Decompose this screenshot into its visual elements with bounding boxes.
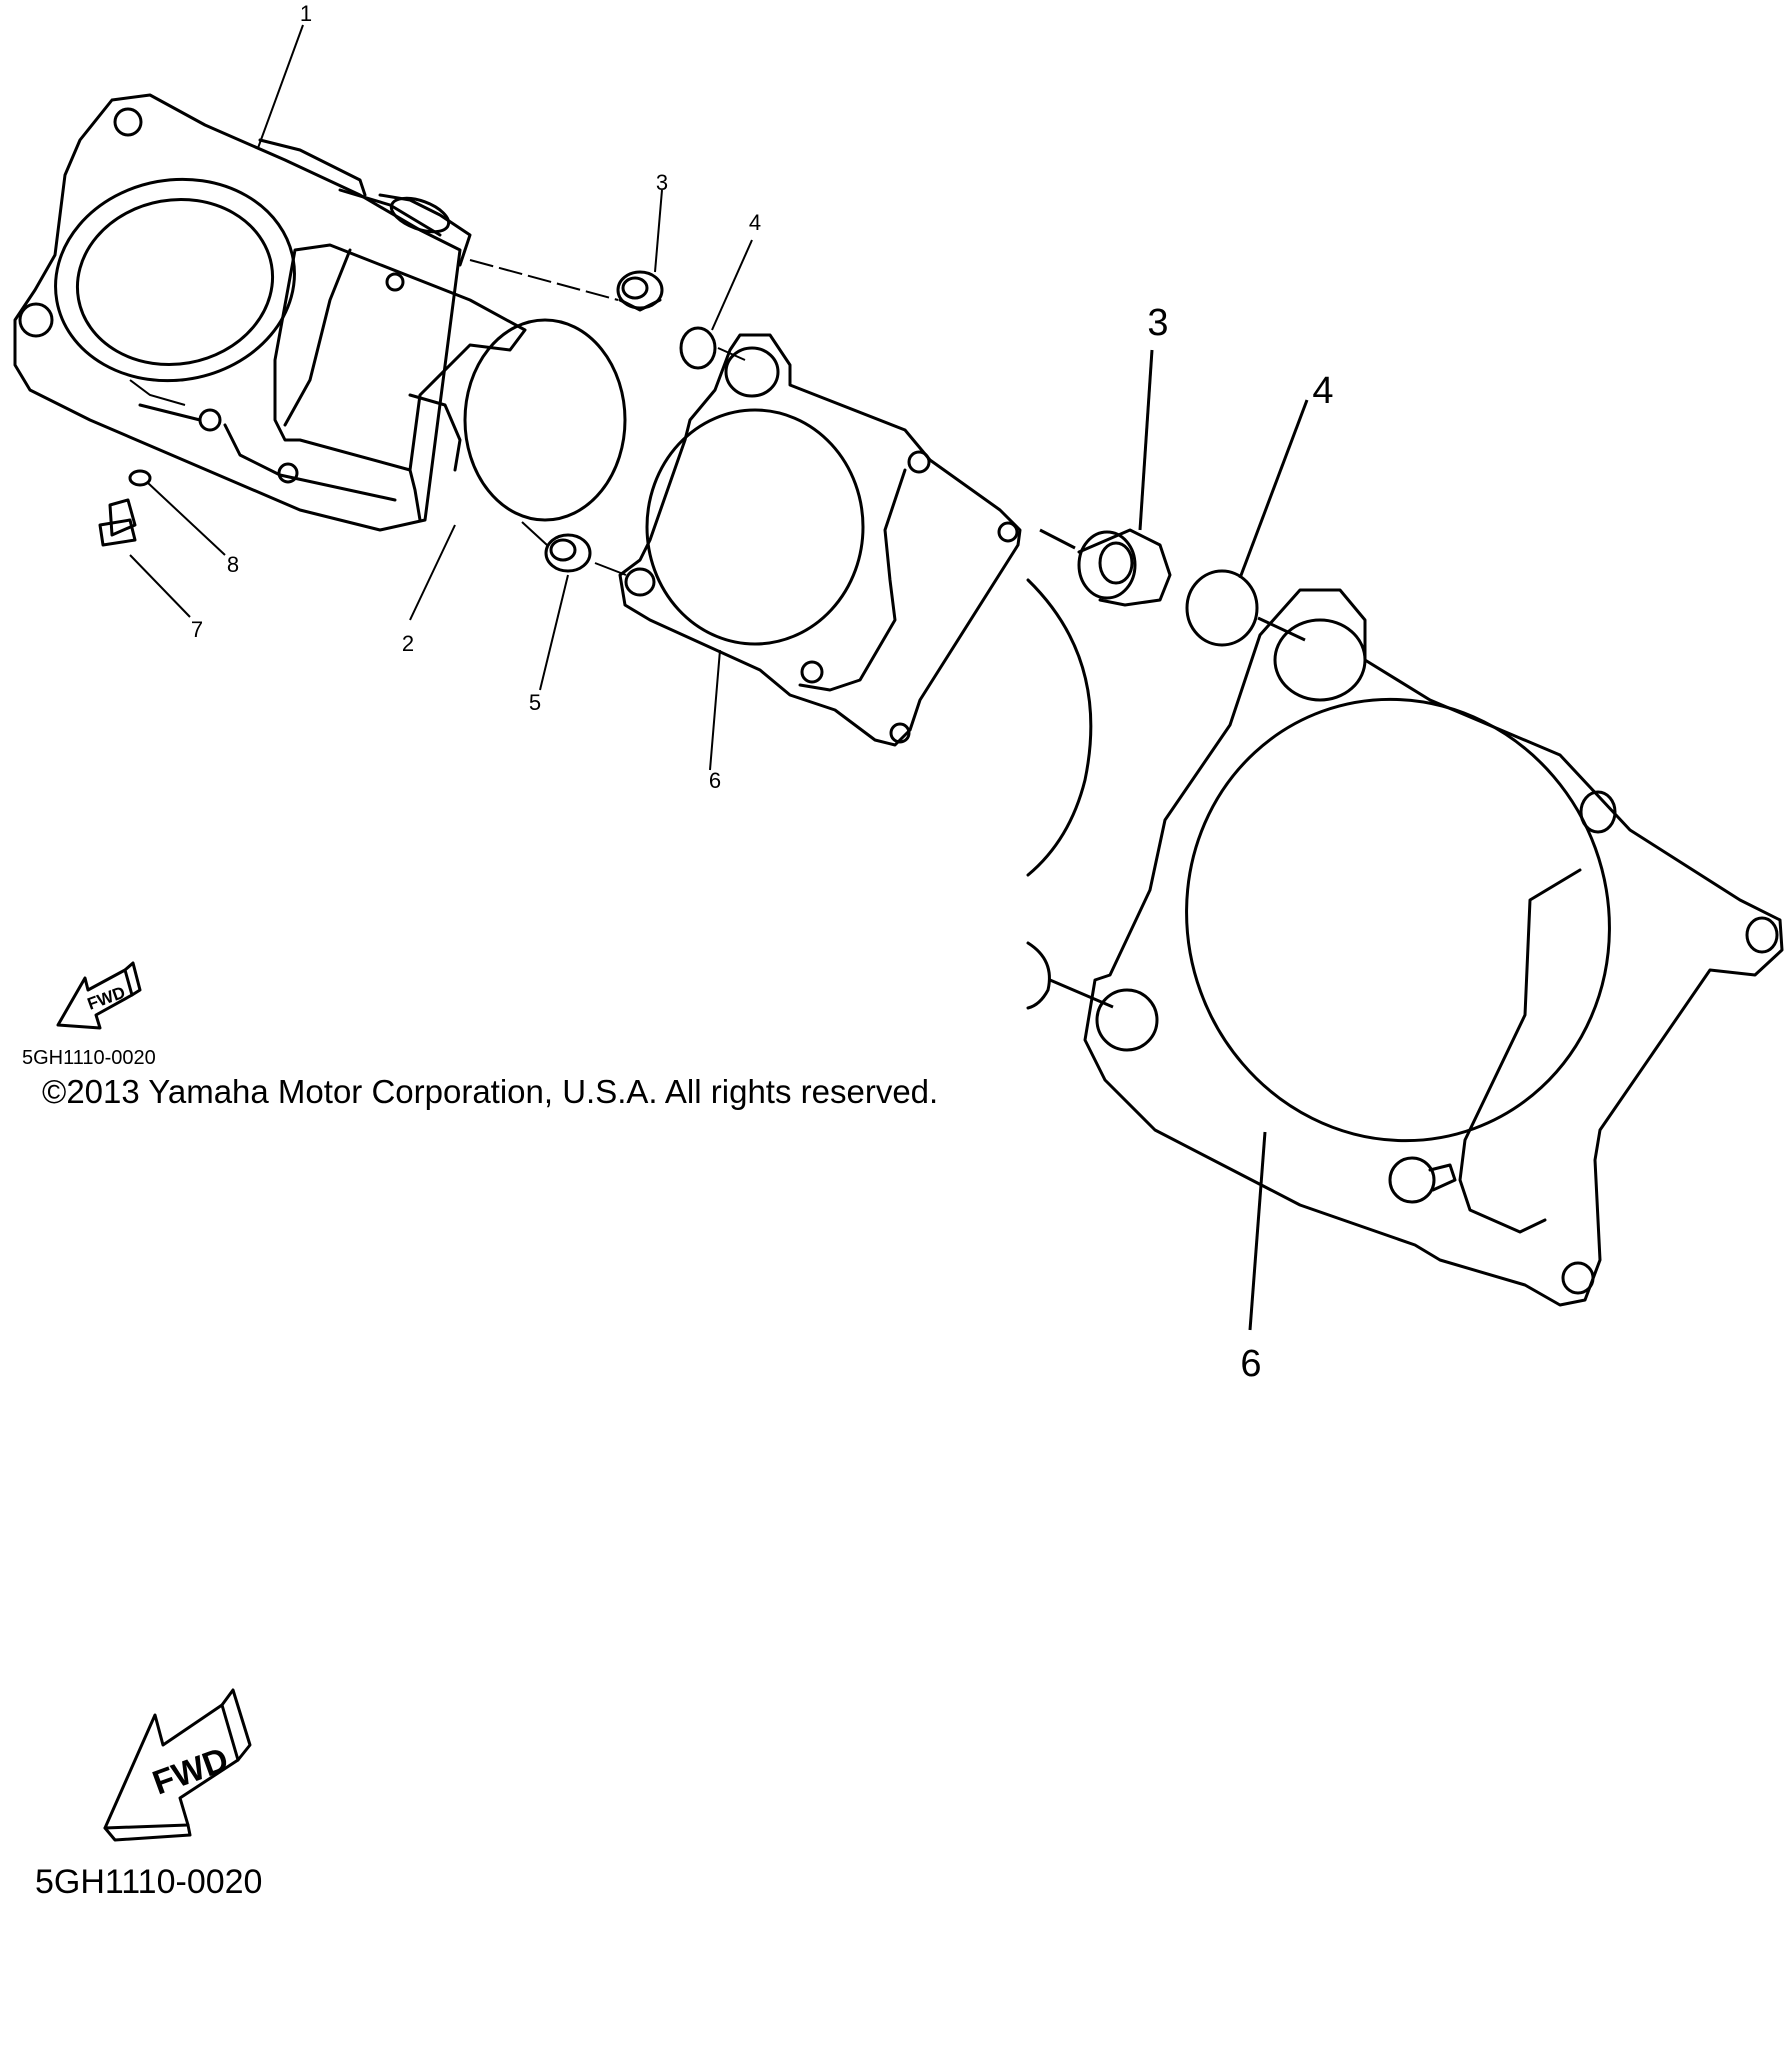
- gasket-6-large: [1083, 588, 1784, 1307]
- bolt-7-drawing: [98, 498, 137, 547]
- diagram-code-small: 5GH1110-0020: [22, 1047, 156, 1069]
- diagram-code-large: 5GH1110-0020: [35, 1863, 262, 1901]
- fwd-label-large: FWD: [148, 1740, 234, 1802]
- callout-4-large: 4: [1312, 370, 1333, 412]
- callout-4-small: 4: [749, 210, 761, 235]
- overview-diagram: 1 2 3 4 5 6 7 8 FWD 5GH1110-0020 ©2013 Y…: [13, 1, 1022, 1110]
- fwd-arrow-icon: FWD: [56, 961, 142, 1030]
- cylinder-block-drawing: [13, 93, 527, 532]
- callout-7: 7: [191, 617, 203, 642]
- washer-8-drawing: [128, 469, 152, 487]
- dowel-pin-5-small: [544, 533, 592, 573]
- callout-8: 8: [227, 552, 239, 577]
- sealing-ring-drawing: [463, 318, 627, 522]
- detail-diagram: 3 4 6: [1026, 302, 1784, 1385]
- gasket-6-small: [618, 333, 1022, 747]
- callout-3-large: 3: [1147, 302, 1168, 344]
- o-ring-4-small: [679, 326, 717, 370]
- o-ring-4-large: [1185, 569, 1259, 647]
- dowel-pin-3-small: [616, 270, 664, 312]
- callout-6-large: 6: [1240, 1343, 1261, 1385]
- copyright-text: ©2013 Yamaha Motor Corporation, U.S.A. A…: [42, 1073, 938, 1110]
- callout-1: 1: [300, 1, 312, 26]
- dowel-pin-3-large: [1077, 528, 1172, 607]
- callout-3-small: 3: [656, 170, 668, 195]
- fwd-arrow-large-icon: FWD: [103, 1688, 252, 1842]
- callout-2: 2: [402, 631, 414, 656]
- callout-6-small: 6: [709, 768, 721, 793]
- callout-5: 5: [529, 690, 541, 715]
